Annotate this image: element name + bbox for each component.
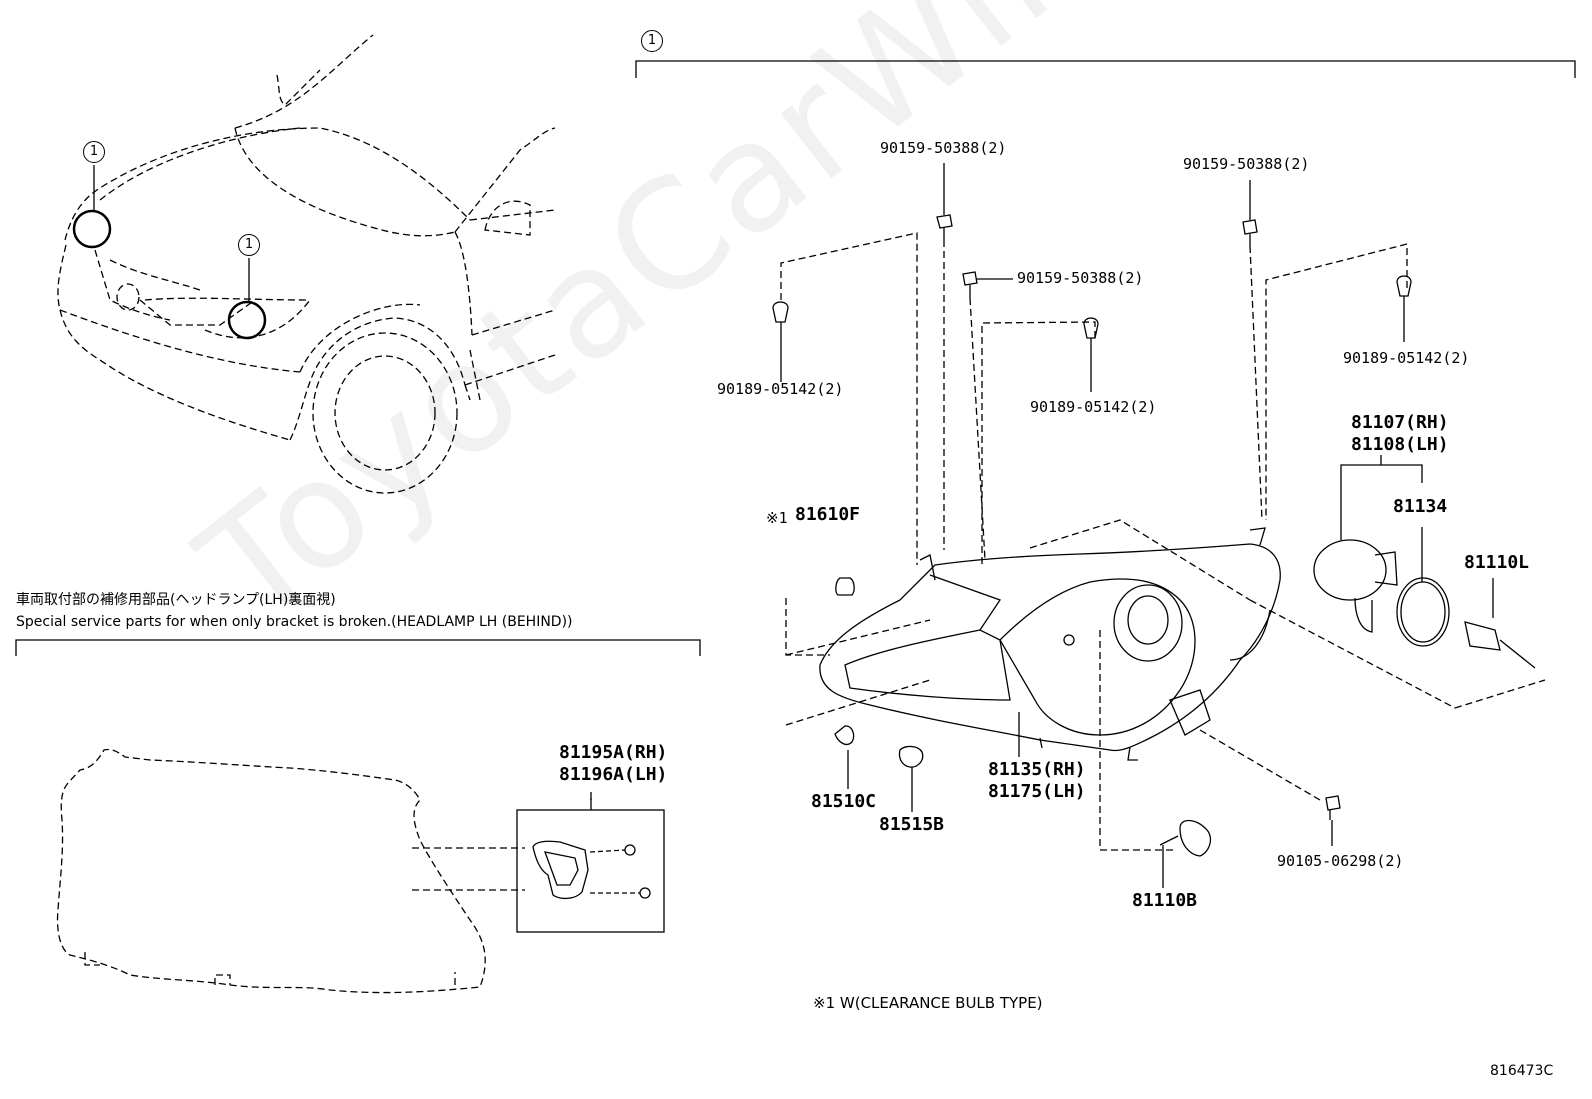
- main-callout: 1: [641, 30, 663, 52]
- socket-parts: [834, 539, 1536, 857]
- headlamp-assembly: [819, 527, 1281, 761]
- part-label-90189-c[interactable]: 90189-05142(2): [1343, 349, 1470, 367]
- bracket-section-title-en: Special service parts for when only brac…: [16, 614, 573, 630]
- part-label-81610F[interactable]: 81610F: [795, 504, 861, 525]
- part-label-81110B[interactable]: 81110B: [1132, 890, 1198, 911]
- part-label-81108[interactable]: 81108(LH): [1351, 434, 1449, 455]
- part-label-81107[interactable]: 81107(RH): [1351, 412, 1449, 433]
- leader-lines: [590, 163, 1494, 888]
- part-label-81510C[interactable]: 81510C: [811, 791, 877, 812]
- main-section-bracket: [635, 60, 1576, 78]
- car-callout-left: 1: [83, 141, 105, 163]
- fastener-shapes: [772, 214, 1412, 820]
- part-label-90105[interactable]: 90105-06298(2): [1277, 852, 1404, 870]
- car-callout-right: 1: [238, 234, 260, 256]
- part-label-81135[interactable]: 81135(RH): [988, 759, 1086, 780]
- part-label-81196A[interactable]: 81196A(LH): [559, 764, 668, 785]
- part-label-81610F-prefix: ※1: [766, 509, 788, 527]
- part-label-90159-b[interactable]: 90159-50388(2): [1183, 155, 1310, 173]
- bracket-section-title-jp: 車両取付部の補修用部品(ヘッドランプ(LH)裏面視): [16, 592, 336, 608]
- part-label-90159-a[interactable]: 90159-50388(2): [880, 139, 1007, 157]
- car-illustration: [57, 34, 556, 494]
- diagram-id: 816473C: [1490, 1063, 1554, 1079]
- part-label-81134[interactable]: 81134: [1393, 496, 1448, 517]
- bracket-detail-box: [516, 798, 665, 933]
- part-label-81110L[interactable]: 81110L: [1464, 552, 1530, 573]
- part-label-81195A[interactable]: 81195A(RH): [559, 742, 668, 763]
- part-label-90189-a[interactable]: 90189-05142(2): [717, 380, 844, 398]
- car-callout-marks: [72, 209, 267, 340]
- headlamp-back-outline: [56, 748, 525, 994]
- part-label-81175[interactable]: 81175(LH): [988, 781, 1086, 802]
- car-callout-leaders: [93, 165, 250, 302]
- part-label-81515B[interactable]: 81515B: [879, 814, 945, 835]
- part-label-90159-c[interactable]: 90159-50388(2): [1017, 269, 1144, 287]
- footnote: ※1 W(CLEARANCE BULB TYPE): [813, 994, 1043, 1012]
- bracket-section-frame: [15, 639, 701, 656]
- part-label-90189-b[interactable]: 90189-05142(2): [1030, 398, 1157, 416]
- dashed-guides: [780, 232, 1546, 851]
